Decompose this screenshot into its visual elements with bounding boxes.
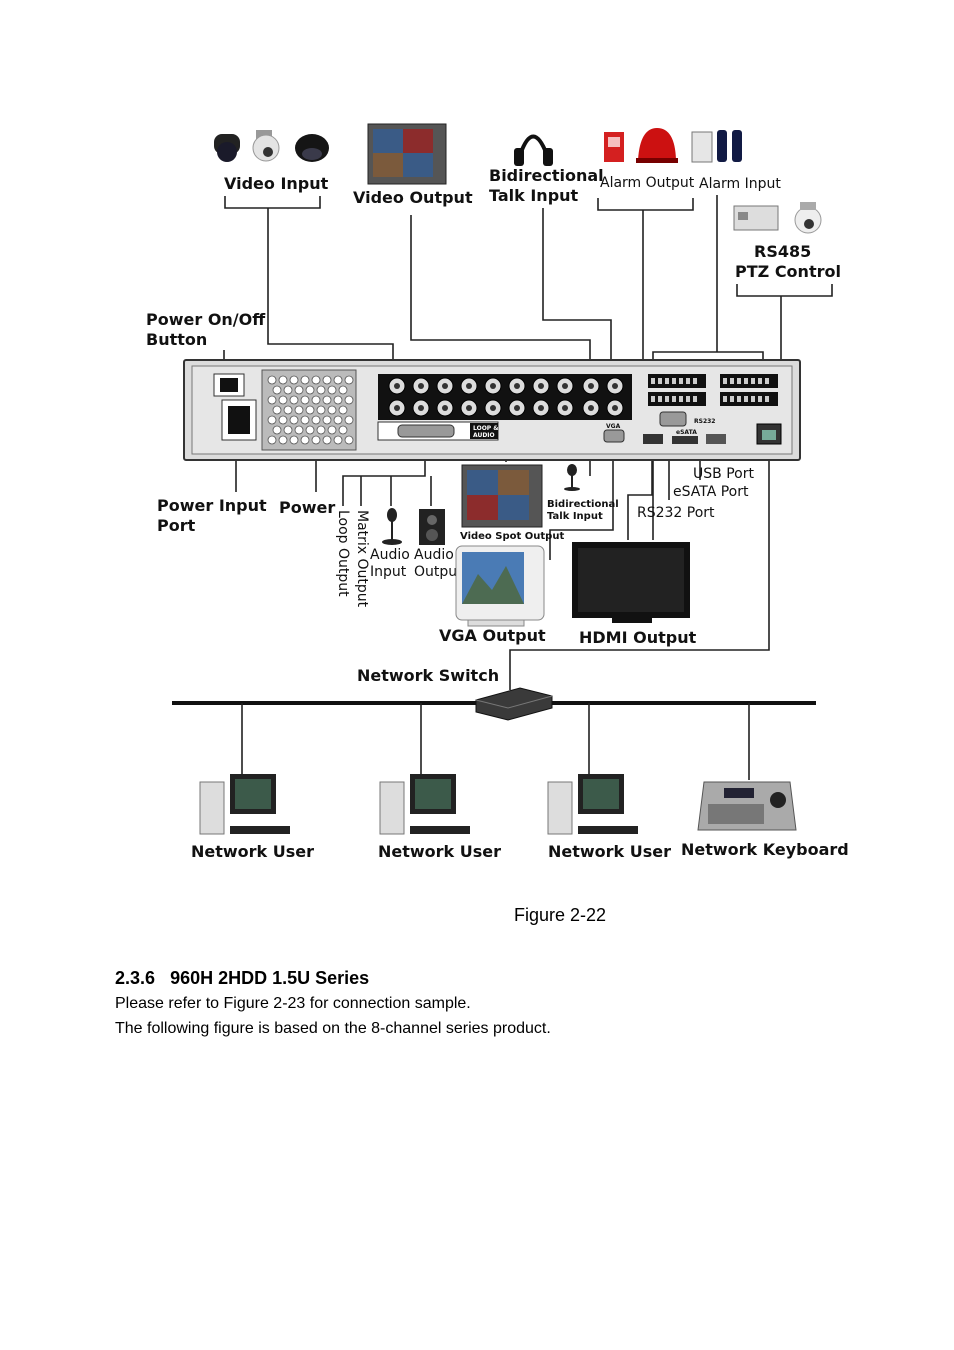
alarm-input-icons: [691, 130, 742, 163]
label-spot-talk-2: Talk Input: [547, 511, 603, 522]
section-title: 960H 2HDD 1.5U Series: [170, 968, 370, 988]
label-network-switch: Network Switch: [357, 666, 499, 685]
label-power-onoff: Power On/Off: [146, 310, 266, 329]
network-user-pc-icon-2: [379, 774, 470, 835]
label-power-input-port: Port: [157, 516, 196, 535]
label-audio-input-2: Input: [370, 564, 407, 580]
speaker-icon: [419, 509, 445, 545]
paragraph-2: The following figure is based on the 8-c…: [115, 1020, 551, 1037]
ptz-devices-icons: [733, 202, 822, 234]
dvr-rear-panel: LOOP & AUDIO RS232 VGA eSATA: [183, 359, 801, 461]
label-network-user-3: Network User: [548, 842, 671, 861]
label-power-input: Power Input: [157, 496, 267, 515]
label-audio-output-2: Output: [414, 564, 463, 580]
network-user-pc-icon-1: [199, 774, 290, 835]
network-switch-icon: [475, 687, 553, 721]
label-matrix-output: Matrix Output: [354, 510, 370, 608]
panel-vga: VGA: [606, 423, 621, 430]
label-spot-talk-1: Bidirectional: [547, 499, 619, 510]
label-rs232-port: RS232 Port: [637, 505, 715, 521]
panel-loop-audio-1: LOOP &: [473, 425, 499, 432]
panel-loop-audio-2: AUDIO: [473, 432, 495, 439]
section-number: 2.3.6: [115, 968, 156, 988]
connection-diagram: Video Input Video Output Bidirectional T…: [146, 123, 849, 861]
label-video-spot-output: Video Spot Output: [460, 531, 564, 542]
label-video-input: Video Input: [224, 174, 329, 193]
label-alarm-input: Alarm Input: [699, 176, 781, 192]
label-bidirectional-line1: Bidirectional: [489, 166, 604, 185]
label-ptz-control: PTZ Control: [735, 262, 841, 281]
network-user-pc-icon-3: [547, 774, 638, 835]
label-rs485: RS485: [754, 242, 811, 261]
label-power: Power: [279, 498, 335, 517]
vga-monitor-icon: [455, 545, 545, 627]
label-vga-output: VGA Output: [439, 626, 546, 645]
panel-rs232: RS232: [694, 418, 715, 425]
label-usb-port: USB Port: [693, 466, 754, 482]
label-video-output: Video Output: [353, 188, 473, 207]
label-alarm-output: Alarm Output: [600, 175, 695, 191]
spot-monitor-icon: [461, 464, 543, 528]
label-network-keyboard: Network Keyboard: [681, 840, 849, 859]
hdmi-tv-icon: [572, 542, 690, 623]
label-esata-port: eSATA Port: [673, 484, 749, 500]
paragraph-1: Please refer to Figure 2-23 for connecti…: [115, 995, 471, 1012]
headphones-icon: [514, 134, 553, 166]
label-network-user-2: Network User: [378, 842, 501, 861]
panel-esata: eSATA: [676, 429, 697, 436]
label-audio-input-1: Audio: [370, 547, 410, 563]
label-network-user-1: Network User: [191, 842, 314, 861]
label-hdmi-output: HDMI Output: [579, 628, 697, 647]
network-keyboard-icon: [697, 781, 797, 831]
camera-icons: [214, 130, 329, 162]
label-power-button: Button: [146, 330, 207, 349]
label-bidirectional-line2: Talk Input: [489, 186, 579, 205]
alarm-output-icons: [604, 128, 678, 163]
section-heading: 2.3.6 960H 2HDD 1.5U Series: [115, 968, 369, 989]
spot-microphone-icon: [564, 464, 580, 491]
figure-caption: Figure 2-22: [513, 905, 607, 925]
microphone-icon: [382, 508, 402, 545]
label-audio-output-1: Audio: [414, 547, 454, 563]
label-loop-output: Loop Output: [335, 510, 351, 597]
video-output-monitor-icon: [367, 123, 447, 185]
